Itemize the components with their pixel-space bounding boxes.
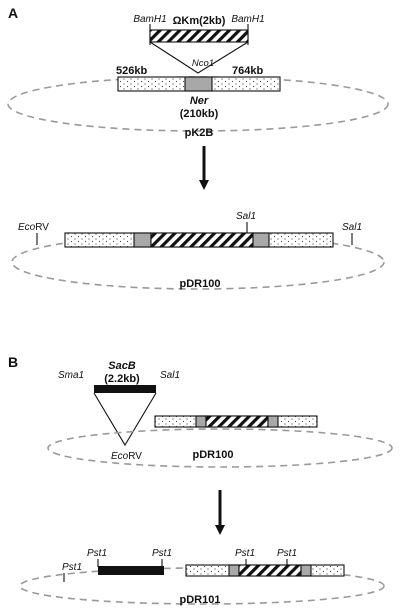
sal1-site-label-mid: Sal1 xyxy=(236,211,256,222)
sacb-cassette: SacB (2.2kb) Sma1 Sal1 EcoRV xyxy=(58,360,180,462)
pst1-site-label-2: Pst1 xyxy=(87,548,107,559)
km-cassette-block-a xyxy=(150,232,254,248)
sacb-bar xyxy=(94,385,156,393)
coord-526kb-label: 526kb xyxy=(116,65,147,77)
ner-right-block-a xyxy=(252,232,270,248)
pdr100-name-label-b: pDR100 xyxy=(193,449,234,461)
panel-b-label: B xyxy=(8,354,18,370)
pst1-site-label-4: Pst1 xyxy=(235,548,255,559)
pst1-site-label-3: Pst1 xyxy=(152,548,172,559)
pst1-site-label-1: Pst1 xyxy=(62,562,82,573)
omega-km-cassette: BamH1 BamH1 ΩKm(2kb) xyxy=(133,14,265,74)
ecorv-site-label-a: EcoRV xyxy=(18,222,49,233)
pdr100-plasmid-a: EcoRV Sal1 Sal1 pDR100 xyxy=(11,211,385,290)
nco1-site-label: Nco1 xyxy=(192,58,214,69)
pdr101-name-label: pDR101 xyxy=(180,594,221,606)
pk2b-name-label: pK2B xyxy=(185,127,214,139)
sacb-size-label: (2.2kb) xyxy=(104,373,140,385)
ner-gene-block xyxy=(184,76,213,92)
panel-a-label: A xyxy=(8,5,18,21)
pk2b-plasmid: Nco1 526kb 764kb Ner (210kb) pK2B xyxy=(7,58,389,139)
ner-right-block-pdr101 xyxy=(300,564,312,577)
cassette-left-bamh1-label: BamH1 xyxy=(133,14,166,25)
sal1-site-label-b: Sal1 xyxy=(160,370,180,381)
sacb-insertion-lines xyxy=(93,392,157,447)
ner-left-block-b xyxy=(195,415,207,428)
km-cassette-block-b xyxy=(205,415,269,428)
ner-size-label: (210kb) xyxy=(180,108,219,120)
sma1-site-label: Sma1 xyxy=(58,370,84,381)
cassette-right-bamh1-label: BamH1 xyxy=(231,14,264,25)
ner-right-block-b xyxy=(267,415,279,428)
cassette-insertion-lines xyxy=(149,41,249,74)
sal1-site-label-right: Sal1 xyxy=(342,222,362,233)
ner-left-block-a xyxy=(133,232,152,248)
ecorv-target-label: EcoRV xyxy=(111,451,142,462)
pdr100-backbone-a xyxy=(11,234,385,290)
pdr100-plasmid-b: pDR100 xyxy=(47,415,393,468)
coord-764kb-label: 764kb xyxy=(232,65,263,77)
cassette-bar xyxy=(149,29,249,43)
pdr101-plasmid: Pst1 Pst1 Pst1 Pst1 Pst1 pDR101 xyxy=(19,548,385,606)
sacb-block-pdr101 xyxy=(98,566,164,575)
ner-left-block-pdr101 xyxy=(228,564,240,577)
pdr100-name-label-a: pDR100 xyxy=(180,278,221,290)
ner-gene-label: Ner xyxy=(190,95,209,107)
pst1-site-label-5: Pst1 xyxy=(277,548,297,559)
cassette-name-label: ΩKm(2kb) xyxy=(173,15,226,27)
sacb-gene-label: SacB xyxy=(108,360,136,372)
km-cassette-block-pdr101 xyxy=(238,564,302,577)
pk2b-backbone xyxy=(7,76,389,132)
pdr100-backbone-b xyxy=(47,428,393,468)
